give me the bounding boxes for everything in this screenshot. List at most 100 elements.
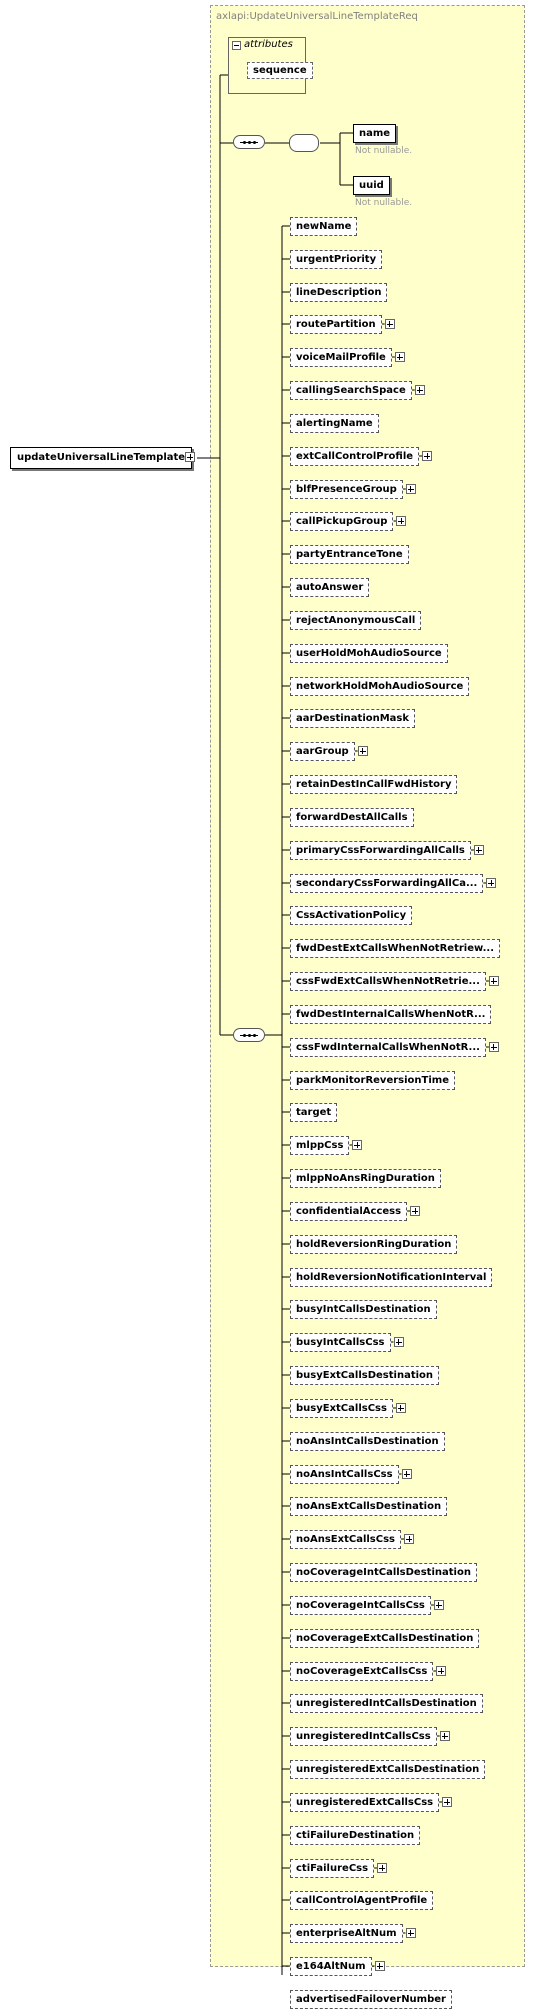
element-node[interactable]: retainDestInCallFwdHistory xyxy=(290,775,458,794)
collapse-icon[interactable] xyxy=(232,41,241,50)
expand-icon[interactable] xyxy=(486,878,497,888)
element-node[interactable]: noCoverageIntCallsCss xyxy=(290,1596,431,1615)
element-node[interactable]: noAnsExtCallsCss xyxy=(290,1530,401,1549)
element-node[interactable]: CssActivationPolicy xyxy=(290,906,413,925)
element-node[interactable]: lineDescription xyxy=(290,283,388,302)
expand-icon[interactable] xyxy=(410,1206,421,1216)
element-node[interactable]: noAnsIntCallsCss xyxy=(290,1465,399,1484)
element-label: noAnsExtCallsCss xyxy=(296,1534,395,1545)
expand-icon[interactable] xyxy=(384,319,395,329)
expand-icon[interactable] xyxy=(404,1534,414,1544)
element-node[interactable]: urgentPriority xyxy=(290,250,383,269)
element-node[interactable]: primaryCssForwardingAllCalls xyxy=(290,841,471,860)
expand-icon[interactable] xyxy=(401,1469,412,1479)
element-label: primaryCssForwardingAllCalls xyxy=(296,845,465,856)
element-label: fwdDestInternalCallsWhenNotR... xyxy=(296,1009,486,1020)
element-node[interactable]: busyExtCallsDestination xyxy=(290,1366,440,1385)
element-node[interactable]: ctiFailureDestination xyxy=(290,1826,421,1845)
element-label: e164AltNum xyxy=(296,1961,366,1972)
element-node[interactable]: advertisedFailoverNumber xyxy=(290,1990,452,2009)
expand-icon[interactable] xyxy=(357,746,368,756)
element-node[interactable]: unregisteredExtCallsCss xyxy=(290,1793,440,1812)
element-node[interactable]: parkMonitorReversionTime xyxy=(290,1071,455,1090)
element-node[interactable]: confidentialAccess xyxy=(290,1202,408,1221)
element-node[interactable]: noAnsExtCallsDestination xyxy=(290,1497,448,1516)
element-node[interactable]: busyIntCallsDestination xyxy=(290,1300,437,1319)
element-node[interactable]: fwdDestExtCallsWhenNotRetriew... xyxy=(290,939,500,958)
element-label: advertisedFailoverNumber xyxy=(296,1994,446,2005)
element-node[interactable]: networkHoldMohAudioSource xyxy=(290,677,470,696)
element-node[interactable]: noCoverageExtCallsDestination xyxy=(290,1629,480,1648)
element-label: partyEntranceTone xyxy=(296,549,403,560)
element-node[interactable]: callPickupGroup xyxy=(290,512,394,531)
expand-icon[interactable] xyxy=(488,1042,499,1052)
element-node[interactable]: unregisteredExtCallsDestination xyxy=(290,1760,486,1779)
element-node[interactable]: noCoverageExtCallsCss xyxy=(290,1662,434,1681)
element-label: noAnsExtCallsDestination xyxy=(296,1501,442,1512)
expand-icon[interactable] xyxy=(377,1863,388,1873)
element-node[interactable]: unregisteredIntCallsCss xyxy=(290,1727,437,1746)
element-node[interactable]: holdReversionRingDuration xyxy=(290,1235,458,1254)
element-node[interactable]: partyEntranceTone xyxy=(290,545,409,564)
element-node[interactable]: callControlAgentProfile xyxy=(290,1891,434,1910)
element-label: aarDestinationMask xyxy=(296,713,410,724)
element-node[interactable]: cssFwdExtCallsWhenNotRetrie... xyxy=(290,972,486,991)
expand-icon[interactable] xyxy=(414,385,425,395)
element-label: userHoldMohAudioSource xyxy=(296,648,442,659)
element-node[interactable]: forwardDestAllCalls xyxy=(290,808,414,827)
element-node[interactable]: mlppCss xyxy=(290,1136,350,1155)
element-node[interactable]: unregisteredIntCallsDestination xyxy=(290,1694,483,1713)
expand-icon[interactable] xyxy=(374,1961,385,1971)
expand-icon[interactable] xyxy=(442,1797,453,1807)
element-label: voiceMailProfile xyxy=(296,352,386,363)
element-node[interactable]: noCoverageIntCallsDestination xyxy=(290,1563,477,1582)
element-node[interactable]: enterpriseAltNum xyxy=(290,1924,403,1943)
element-node[interactable]: fwdDestInternalCallsWhenNotR... xyxy=(290,1005,492,1024)
element-node[interactable]: secondaryCssForwardingAllCa... xyxy=(290,874,484,893)
expand-icon[interactable] xyxy=(185,452,195,462)
element-node[interactable]: autoAnswer xyxy=(290,578,370,597)
element-node[interactable]: alertingName xyxy=(290,414,379,433)
element-label: noAnsIntCallsDestination xyxy=(296,1436,439,1447)
element-node[interactable]: e164AltNum xyxy=(290,1957,372,1976)
element-node[interactable]: aarGroup xyxy=(290,742,355,761)
element-node[interactable]: busyIntCallsCss xyxy=(290,1333,391,1352)
element-node[interactable]: target xyxy=(290,1103,338,1122)
expand-icon[interactable] xyxy=(405,1928,416,1938)
choice-element[interactable]: uuid xyxy=(353,176,390,195)
element-node[interactable]: voiceMailProfile xyxy=(290,348,392,367)
element-node[interactable]: holdReversionNotificationInterval xyxy=(290,1268,493,1287)
expand-icon[interactable] xyxy=(433,1600,444,1610)
element-node[interactable]: newName xyxy=(290,217,358,236)
expand-icon[interactable] xyxy=(393,1337,404,1347)
expand-icon[interactable] xyxy=(352,1140,363,1150)
element-node[interactable]: noAnsIntCallsDestination xyxy=(290,1432,445,1451)
expand-icon[interactable] xyxy=(405,484,416,494)
element-node[interactable]: routePartition xyxy=(290,315,382,334)
element-node[interactable]: cssFwdInternalCallsWhenNotR... xyxy=(290,1038,486,1057)
expand-icon[interactable] xyxy=(436,1666,447,1676)
expand-icon[interactable] xyxy=(394,352,405,362)
expand-icon[interactable] xyxy=(395,1403,406,1413)
expand-icon[interactable] xyxy=(473,845,484,855)
element-node[interactable]: extCallControlProfile xyxy=(290,447,420,466)
element-node[interactable]: userHoldMohAudioSource xyxy=(290,644,448,663)
root-element[interactable]: updateUniversalLineTemplate xyxy=(10,447,193,469)
element-node[interactable]: aarDestinationMask xyxy=(290,709,416,728)
element-label: ctiFailureCss xyxy=(296,1863,369,1874)
expand-icon[interactable] xyxy=(422,451,433,461)
element-node[interactable]: rejectAnonymousCall xyxy=(290,611,422,630)
element-label: rejectAnonymousCall xyxy=(296,615,416,626)
element-node[interactable]: busyExtCallsCss xyxy=(290,1399,393,1418)
element-node[interactable]: ctiFailureCss xyxy=(290,1859,375,1878)
element-node[interactable]: blfPresenceGroup xyxy=(290,480,403,499)
expand-icon[interactable] xyxy=(396,516,407,526)
complex-type-title: axlapi:UpdateUniversalLineTemplateReq xyxy=(216,11,418,22)
element-label: noCoverageIntCallsDestination xyxy=(296,1567,471,1578)
element-label: secondaryCssForwardingAllCa... xyxy=(296,878,478,889)
element-node[interactable]: mlppNoAnsRingDuration xyxy=(290,1169,441,1188)
expand-icon[interactable] xyxy=(488,976,499,986)
expand-icon[interactable] xyxy=(439,1731,450,1741)
choice-element[interactable]: name xyxy=(353,124,397,143)
element-node[interactable]: callingSearchSpace xyxy=(290,381,412,400)
